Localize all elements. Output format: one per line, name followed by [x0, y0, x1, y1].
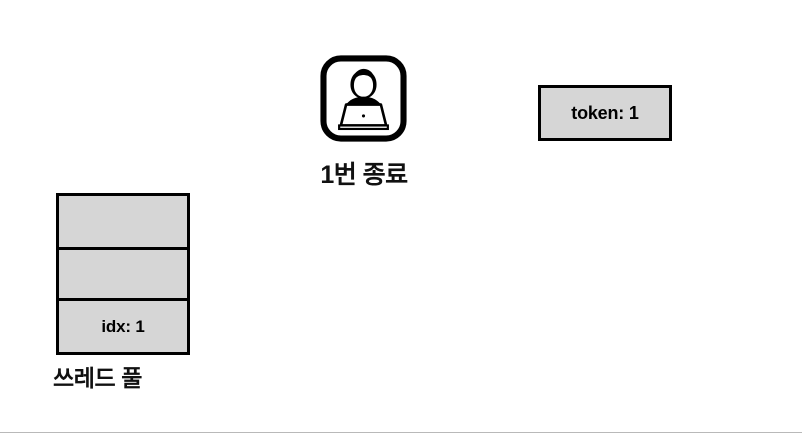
- thread-pool-cell-1[interactable]: [59, 247, 187, 298]
- worker-caption: 1번 종료: [320, 161, 408, 189]
- thread-pool-group: idx: 1 쓰레드 풀: [53, 193, 190, 391]
- token-box[interactable]: token: 1: [538, 85, 672, 141]
- person-at-laptop-icon: [320, 55, 407, 142]
- thread-pool-stack: idx: 1: [56, 193, 190, 355]
- thread-pool-caption: 쓰레드 풀: [53, 365, 143, 391]
- bottom-divider: [0, 432, 802, 433]
- thread-pool-cell-2[interactable]: idx: 1: [59, 298, 187, 352]
- thread-pool-cell-0[interactable]: [59, 196, 187, 247]
- worker-group: 1번 종료: [320, 55, 408, 189]
